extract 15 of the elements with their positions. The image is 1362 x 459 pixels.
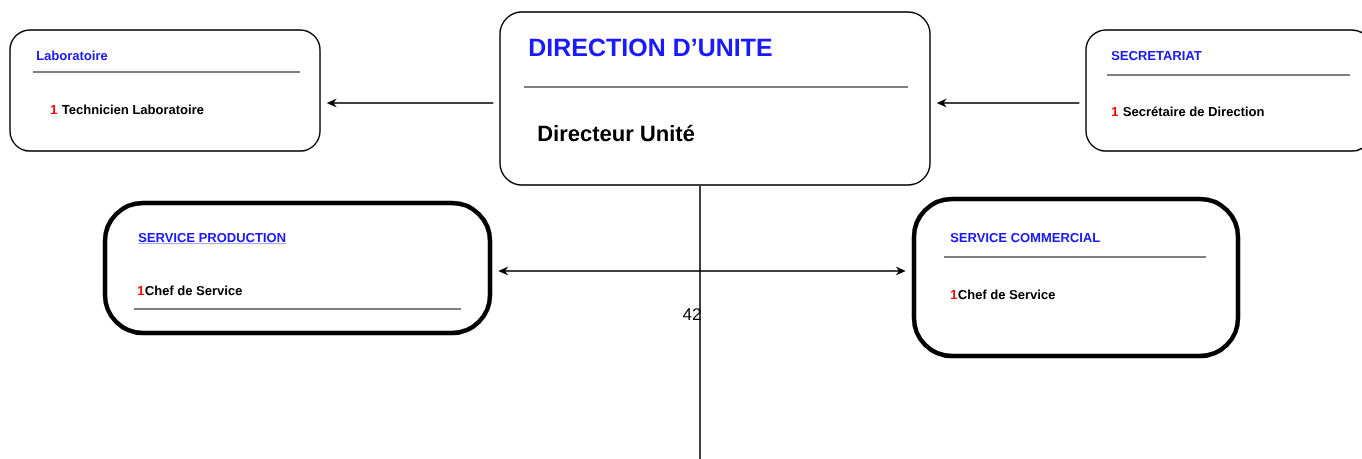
box-title: Laboratoire [37, 50, 108, 61]
box-title: SERVICE COMMERCIAL [950, 232, 1100, 243]
box-title: DIRECTION D’UNITE [529, 38, 772, 57]
connector-line [699, 184, 701, 459]
count-number: 1 [138, 286, 145, 295]
box-body: Chef de Service [958, 289, 1055, 300]
box-body: Directeur Unité [538, 124, 695, 142]
box-body: Secrétaire de Direction [1123, 106, 1264, 117]
box-body: Technicien Laboratoire [62, 104, 204, 115]
count-number: 1 [951, 290, 958, 299]
count-number: 1 [1112, 107, 1119, 116]
box-title: SECRETARIAT [1111, 50, 1202, 61]
count-number: 1 [51, 105, 58, 114]
box-body: Chef de Service [145, 285, 242, 296]
box-title: SERVICE PRODUCTION [138, 232, 287, 244]
